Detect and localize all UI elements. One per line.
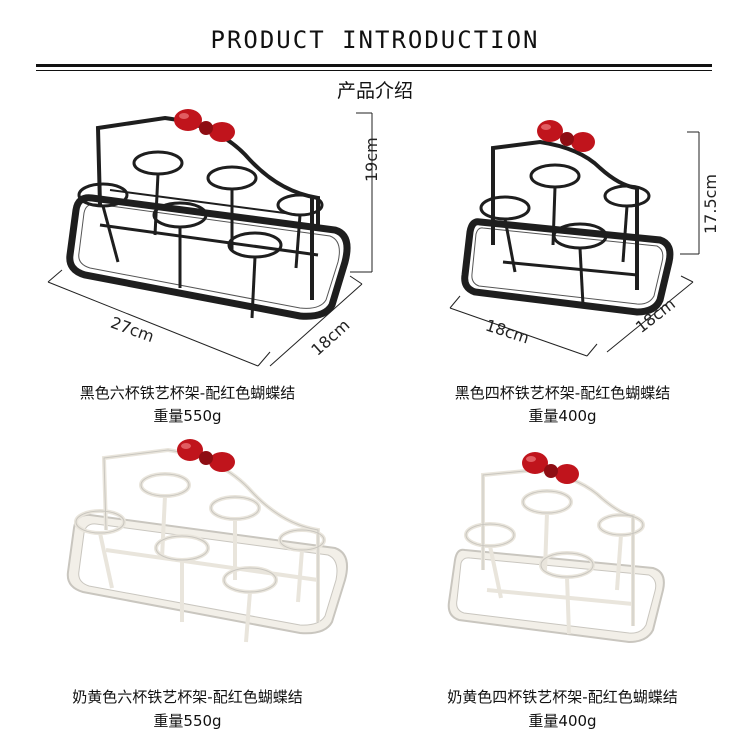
- product-name: 黑色六杯铁艺杯架-配红色蝴蝶结: [79, 384, 296, 402]
- page-subtitle: 产品介绍: [336, 80, 413, 102]
- black-six-cup-rack-image: [47, 109, 373, 367]
- product-cream-six-cup: 奶黄色六杯铁艺杯架-配红色蝴蝶结 重量550g: [0, 430, 375, 734]
- product-weight: 重量400g: [528, 712, 597, 730]
- page-title: PRODUCT INTRODUCTION: [210, 26, 540, 54]
- black-four-cup-rack-image: [449, 120, 700, 357]
- product-name: 黑色四杯铁艺杯架-配红色蝴蝶结: [454, 384, 671, 402]
- title-rule-thick: [36, 64, 712, 67]
- cream-six-cup-rack-image: [66, 439, 348, 643]
- product-name: 奶黄色六杯铁艺杯架-配红色蝴蝶结: [72, 688, 303, 706]
- product-weight: 重量550g: [153, 712, 222, 730]
- product-black-six-cup: 19cm 27cm 18cm 黑色六杯铁艺杯架-配红色蝴蝶结 重量550g: [0, 0, 381, 430]
- height-label: 17.5cm: [701, 173, 720, 234]
- red-bow-icon: [522, 452, 579, 484]
- product-cream-four-cup: 奶黄色四杯铁艺杯架-配红色蝴蝶结 重量400g: [375, 430, 750, 734]
- red-bow-icon: [177, 439, 235, 472]
- red-bow-icon: [174, 109, 235, 142]
- red-bow-icon: [537, 120, 595, 152]
- title-rule-thin: [36, 70, 712, 71]
- product-black-four-cup: 17.5cm 18cm 18cm 黑色四杯铁艺杯架-配红色蝴蝶结 重量400g: [375, 0, 750, 430]
- cream-four-cup-rack-image: [447, 452, 665, 644]
- product-name: 奶黄色四杯铁艺杯架-配红色蝴蝶结: [447, 688, 678, 706]
- product-weight: 重量400g: [528, 407, 597, 425]
- product-weight: 重量550g: [153, 407, 222, 425]
